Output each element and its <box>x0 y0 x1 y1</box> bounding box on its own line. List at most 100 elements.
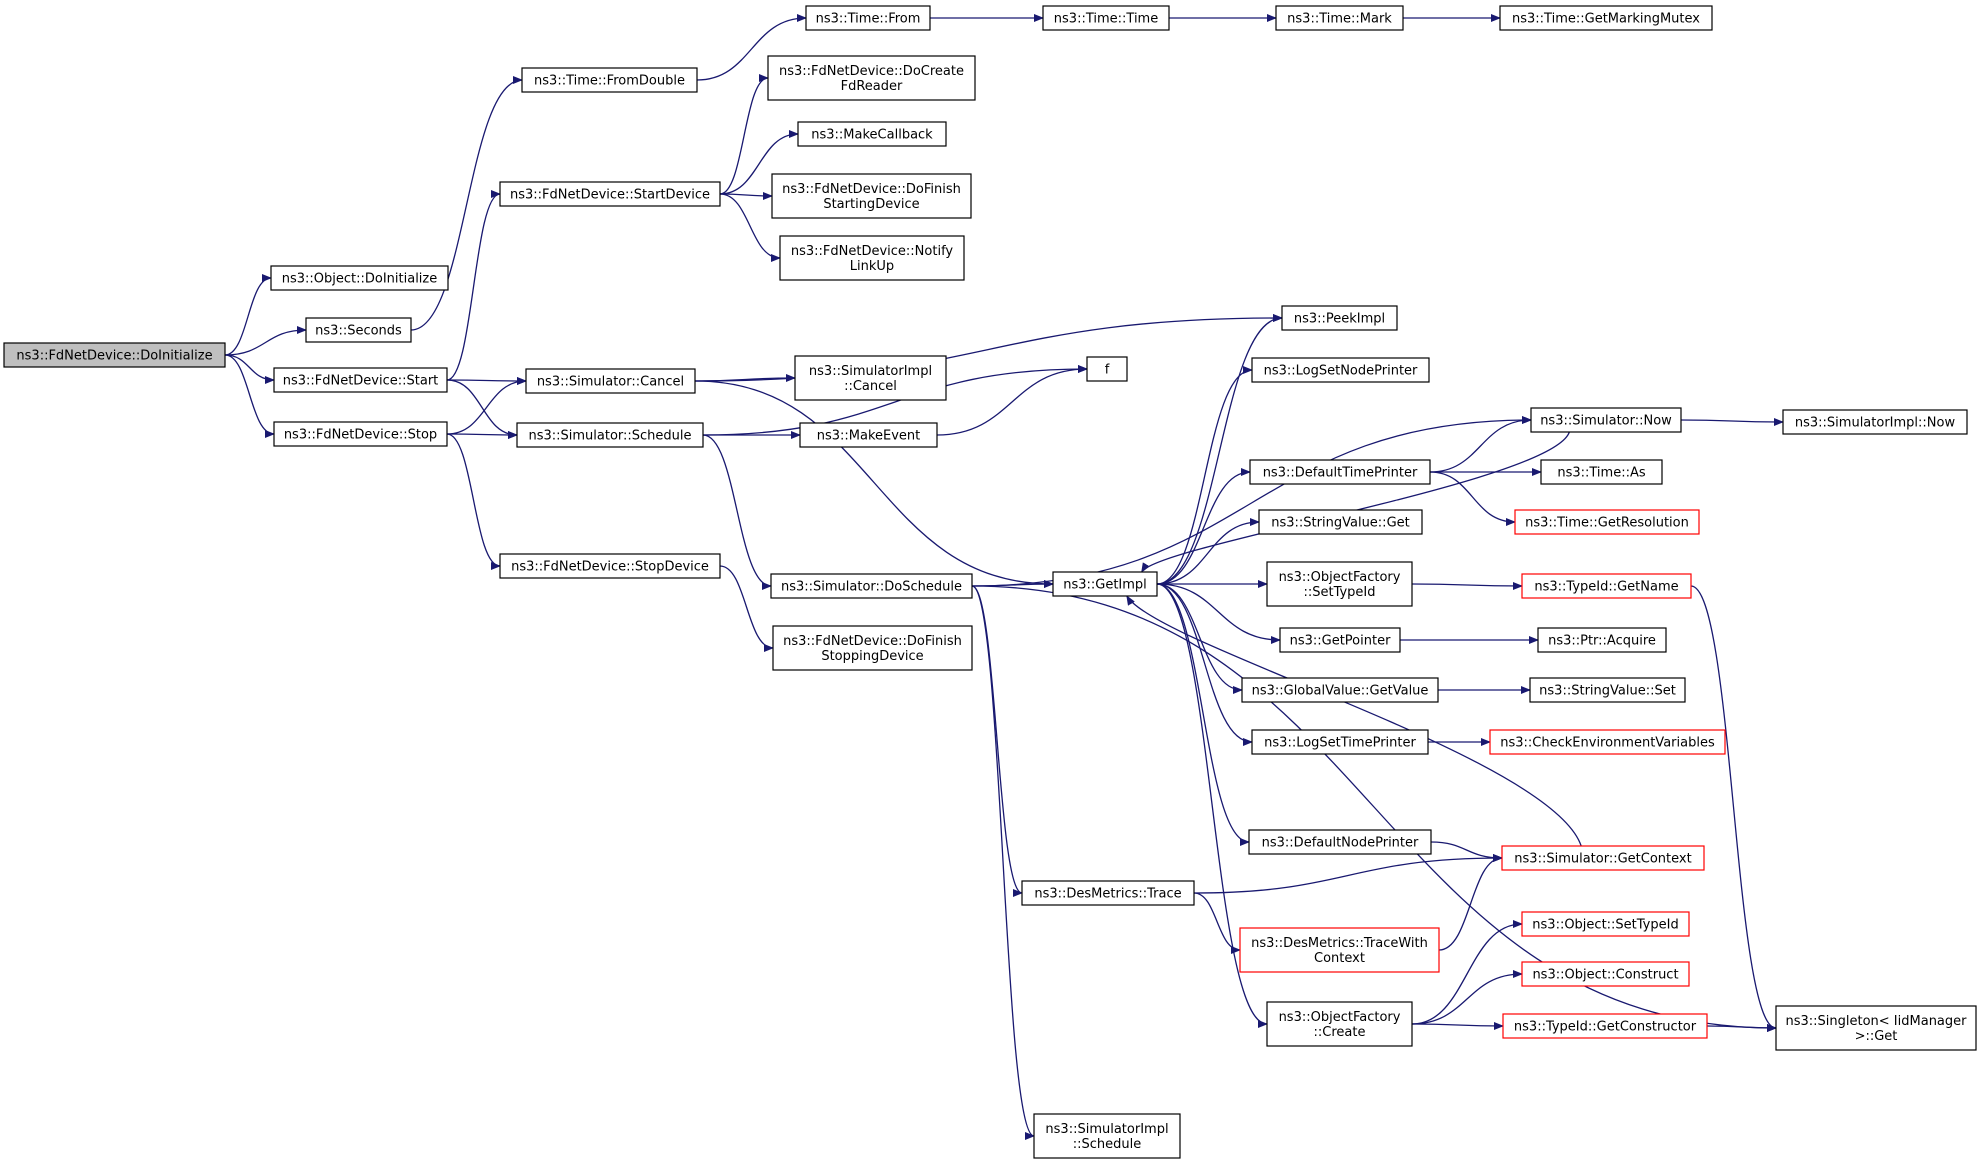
node-makeevent[interactable]: ns3::MakeEvent <box>799 422 938 448</box>
node-box[interactable] <box>1537 627 1667 653</box>
node-box[interactable] <box>799 422 938 448</box>
node-construct[interactable]: ns3::Object::Construct <box>1521 961 1690 987</box>
node-box[interactable] <box>1540 459 1663 485</box>
node-simimplnow[interactable]: ns3::SimulatorImpl::Now <box>1782 409 1968 435</box>
node-box[interactable] <box>797 121 947 147</box>
node-box[interactable] <box>521 67 698 93</box>
node-box[interactable] <box>771 173 972 219</box>
node-stop[interactable]: ns3::FdNetDevice::Stop <box>273 421 448 447</box>
node-start[interactable]: ns3::FdNetDevice::Start <box>273 367 448 393</box>
node-box[interactable] <box>1275 5 1404 31</box>
node-box[interactable] <box>1782 409 1968 435</box>
node-box[interactable] <box>3 342 226 368</box>
node-box[interactable] <box>1521 961 1690 987</box>
node-box[interactable] <box>499 553 721 579</box>
node-from[interactable]: ns3::Time::From <box>805 5 931 31</box>
node-box[interactable] <box>1501 845 1705 871</box>
node-box[interactable] <box>1499 5 1713 31</box>
node-box[interactable] <box>805 5 931 31</box>
node-box[interactable] <box>772 625 973 671</box>
node-box[interactable] <box>305 317 412 343</box>
node-obj-doinit[interactable]: ns3::Object::DoInitialize <box>270 265 449 291</box>
node-box[interactable] <box>1521 911 1690 937</box>
node-box[interactable] <box>273 421 448 447</box>
node-box[interactable] <box>1042 5 1170 31</box>
node-box[interactable] <box>1249 459 1431 485</box>
node-box[interactable] <box>270 265 449 291</box>
node-box[interactable] <box>1775 1005 1977 1051</box>
node-box[interactable] <box>1251 357 1430 383</box>
node-objsettype[interactable]: ns3::Object::SetTypeId <box>1521 911 1690 937</box>
node-strset[interactable]: ns3::StringValue::Set <box>1529 677 1686 703</box>
node-time[interactable]: ns3::Time::Time <box>1042 5 1170 31</box>
node-box[interactable] <box>1086 356 1128 382</box>
node-box[interactable] <box>779 235 965 281</box>
node-getpointer[interactable]: ns3::GetPointer <box>1279 627 1401 653</box>
node-simimpl-cancel[interactable]: ns3::SimulatorImpl::Cancel <box>794 355 947 401</box>
node-defaulttime[interactable]: ns3::DefaultTimePrinter <box>1249 459 1431 485</box>
node-singleton[interactable]: ns3::Singleton< IidManager >::Get <box>1775 1005 1977 1051</box>
node-box[interactable] <box>525 368 696 394</box>
node-getmutex[interactable]: ns3::Time::GetMarkingMutex <box>1499 5 1713 31</box>
node-logsetnode[interactable]: ns3::LogSetNodePrinter <box>1251 357 1430 383</box>
node-makecallback[interactable]: ns3::MakeCallback <box>797 121 947 147</box>
node-box[interactable] <box>767 55 976 101</box>
node-cancel[interactable]: ns3::Simulator::Cancel <box>525 368 696 394</box>
node-box[interactable] <box>1266 1001 1413 1047</box>
node-box[interactable] <box>499 181 721 207</box>
node-box[interactable] <box>794 355 947 401</box>
node-box[interactable] <box>1241 677 1439 703</box>
node-schedule[interactable]: ns3::Simulator::Schedule <box>516 422 704 448</box>
node-defaultnode[interactable]: ns3::DefaultNodePrinter <box>1248 829 1432 855</box>
node-trace[interactable]: ns3::DesMetrics::Trace <box>1021 880 1195 906</box>
node-box[interactable] <box>1248 829 1432 855</box>
node-checkenv[interactable]: ns3::CheckEnvironmentVariables <box>1489 729 1726 755</box>
node-timeas[interactable]: ns3::Time::As <box>1540 459 1663 485</box>
node-strget[interactable]: ns3::StringValue::Get <box>1258 509 1423 535</box>
node-peekimpl[interactable]: ns3::PeekImpl <box>1281 305 1398 331</box>
node-box[interactable] <box>1021 880 1195 906</box>
node-globalget[interactable]: ns3::GlobalValue::GetValue <box>1241 677 1439 703</box>
node-box[interactable] <box>1281 305 1398 331</box>
node-root[interactable]: ns3::FdNetDevice::DoInitialize <box>3 342 226 368</box>
node-mark[interactable]: ns3::Time::Mark <box>1275 5 1404 31</box>
node-simnow[interactable]: ns3::Simulator::Now <box>1530 407 1682 433</box>
node-getctor[interactable]: ns3::TypeId::GetConstructor <box>1502 1013 1708 1039</box>
node-box[interactable] <box>1266 561 1413 607</box>
node-getname[interactable]: ns3::TypeId::GetName <box>1521 573 1692 599</box>
node-simimplsched[interactable]: ns3::SimulatorImpl::Schedule <box>1033 1113 1181 1159</box>
node-box[interactable] <box>1251 729 1429 755</box>
node-logsettime[interactable]: ns3::LogSetTimePrinter <box>1251 729 1429 755</box>
node-box[interactable] <box>1502 1013 1708 1039</box>
node-box[interactable] <box>1258 509 1423 535</box>
node-stopdevice[interactable]: ns3::FdNetDevice::StopDevice <box>499 553 721 579</box>
node-box[interactable] <box>1514 509 1700 535</box>
node-box[interactable] <box>1489 729 1726 755</box>
node-doschedule[interactable]: ns3::Simulator::DoSchedule <box>770 573 973 599</box>
node-box[interactable] <box>770 573 973 599</box>
node-box[interactable] <box>1052 571 1158 597</box>
node-ptracquire[interactable]: ns3::Ptr::Acquire <box>1537 627 1667 653</box>
node-startdevice[interactable]: ns3::FdNetDevice::StartDevice <box>499 181 721 207</box>
node-box[interactable] <box>1279 627 1401 653</box>
node-getimpl[interactable]: ns3::GetImpl <box>1052 571 1158 597</box>
node-fromdouble[interactable]: ns3::Time::FromDouble <box>521 67 698 93</box>
node-ofcreate[interactable]: ns3::ObjectFactory::Create <box>1266 1001 1413 1047</box>
node-ofsettype[interactable]: ns3::ObjectFactory::SetTypeId <box>1266 561 1413 607</box>
node-box[interactable] <box>1529 677 1686 703</box>
node-getcontext[interactable]: ns3::Simulator::GetContext <box>1501 845 1705 871</box>
node-box[interactable] <box>273 367 448 393</box>
node-getres[interactable]: ns3::Time::GetResolution <box>1514 509 1700 535</box>
node-box[interactable] <box>1239 927 1440 973</box>
node-box[interactable] <box>516 422 704 448</box>
node-seconds[interactable]: ns3::Seconds <box>305 317 412 343</box>
node-box[interactable] <box>1033 1113 1181 1159</box>
node-box[interactable] <box>1521 573 1692 599</box>
node-f[interactable]: f <box>1086 356 1128 382</box>
node-box[interactable] <box>1530 407 1682 433</box>
